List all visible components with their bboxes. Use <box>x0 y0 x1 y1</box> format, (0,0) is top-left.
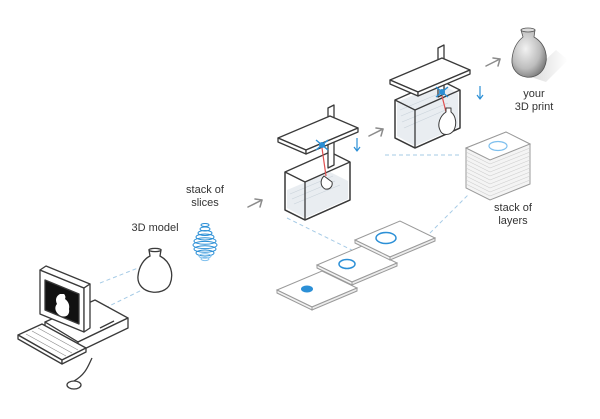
layers-label-line-2: layers <box>498 215 528 227</box>
connector-base-to-model <box>104 289 143 309</box>
layers-label: stack of layers <box>494 202 532 228</box>
connector-layers-to-stack <box>424 194 469 239</box>
slices-stack-icon <box>192 223 218 262</box>
arrow-to-printer-two <box>368 127 384 137</box>
layer-sheet-icon <box>315 245 399 286</box>
slices-label: stack of slices <box>186 184 224 210</box>
print-label-line-2: 3D print <box>514 101 554 113</box>
printer-icon <box>389 44 484 149</box>
vase-icon <box>137 247 173 293</box>
arrow-to-printer <box>247 198 263 208</box>
print-label-line-1: your <box>523 88 545 100</box>
connector-lines <box>99 154 469 309</box>
layers-label-line-1: stack of <box>494 202 532 214</box>
connector-printer-to-layers <box>286 217 369 259</box>
printed-vase-icon <box>511 27 568 82</box>
layer-sheet-icon <box>353 220 437 261</box>
model-label: 3D model <box>131 222 179 234</box>
printer-icon <box>277 104 361 221</box>
arrow-to-print <box>485 57 501 67</box>
computer-icon <box>17 265 129 390</box>
slices-label-line-1: stack of <box>186 184 224 196</box>
print-label: your 3D print <box>515 88 554 114</box>
connector-screen-to-model <box>99 267 139 284</box>
layer-stack-icon <box>464 131 532 201</box>
process-arrow-icon <box>247 57 501 208</box>
layer-sheet-icon <box>275 270 359 311</box>
slices-label-line-2: slices <box>191 197 219 209</box>
